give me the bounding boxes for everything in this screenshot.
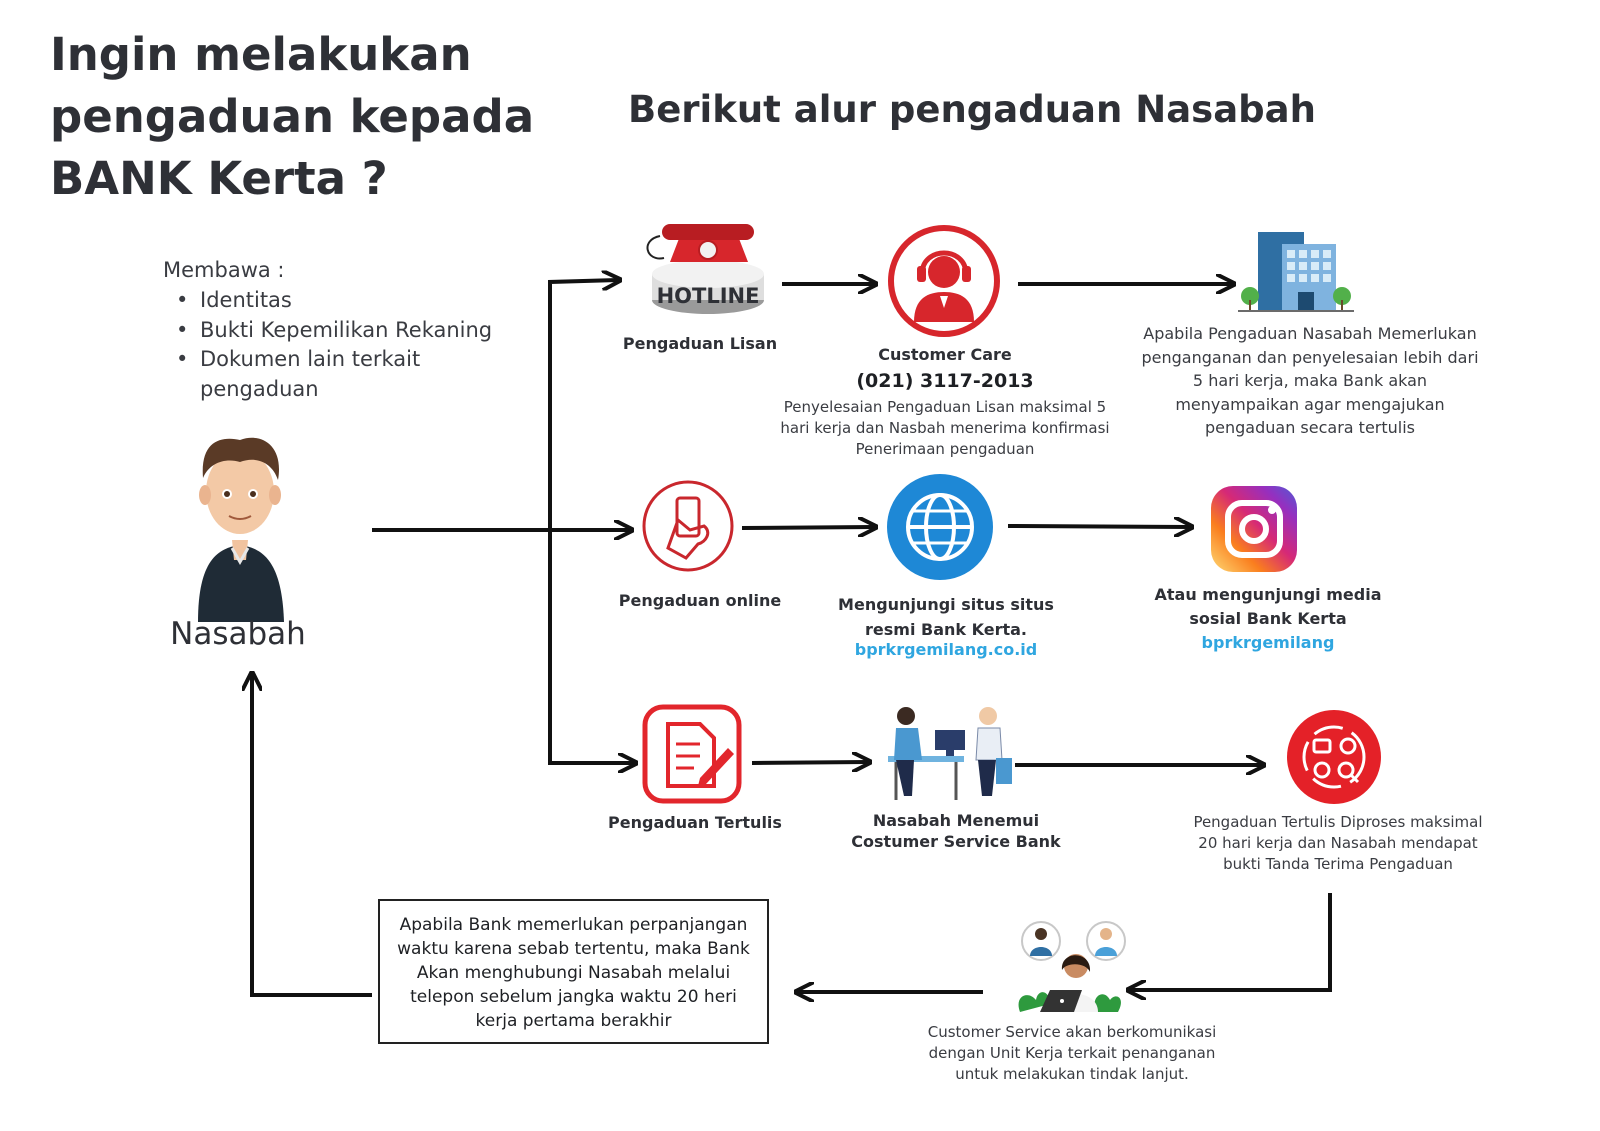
requirement-item: Bukti Kepemilikan Rekaning [172, 316, 520, 346]
followup-agent-icon [1018, 921, 1126, 1012]
social-media-label: Atau mengunjungi media sosial Bank Kerta [1154, 585, 1382, 628]
processing-icon [1287, 710, 1381, 804]
website-link[interactable]: bprkrgemilang.co.id [854, 640, 1038, 659]
social-media-link[interactable]: bprkrgemilang [1201, 633, 1335, 652]
arrow-process-to-followup [1130, 893, 1332, 990]
hotline-badge-text: HOTLINE [657, 284, 760, 308]
customer-care-label: Customer Care [878, 345, 1012, 364]
arrow-to-written [548, 530, 634, 763]
customer-avatar [198, 437, 284, 622]
globe-icon [887, 474, 993, 580]
arrow-to-verbal [548, 280, 618, 530]
requirements-list: Identitas Bukti Kepemilikan Rekaning Dok… [172, 286, 520, 404]
bank-building-icon [1238, 232, 1354, 312]
instagram-icon [1211, 486, 1297, 572]
arrow-online-to-web [741, 527, 874, 528]
verbal-complaint-label: Pengaduan Lisan [622, 334, 778, 353]
flow-arrows [252, 280, 1332, 997]
requirement-item: Identitas [172, 286, 520, 316]
extension-note-box: Apabila Bank memerlukan perpanjangan wak… [378, 899, 769, 1044]
hotline-phone-icon [646, 224, 764, 314]
customer-service-meeting-icon [888, 707, 1012, 800]
verbal-resolution-desc: Penyelesaian Pengaduan Lisan maksimal 5 … [780, 398, 1110, 458]
arrow-note-to-customer [252, 675, 372, 997]
online-complaint-icon [642, 480, 734, 572]
online-complaint-label: Pengaduan online [618, 591, 782, 610]
escalation-desc: Apabila Pengaduan Nasabah Memerlukan pen… [1141, 324, 1479, 437]
written-process-desc: Pengaduan Tertulis Diproses maksimal 20 … [1193, 813, 1483, 873]
requirement-item: Dokumen lain terkait pengaduan [172, 345, 520, 404]
written-complaint-label: Pengaduan Tertulis [608, 813, 782, 832]
arrow-web-to-social [1007, 526, 1190, 527]
customer-label: Nasabah [170, 616, 306, 652]
written-document-icon [642, 704, 742, 804]
customer-care-icon [888, 225, 1000, 337]
website-visit-label: Mengunjungi situs situs resmi Bank Kerta… [838, 595, 1054, 639]
arrow-written-to-cs [751, 762, 868, 763]
followup-desc: Customer Service akan berkomunikasi deng… [927, 1023, 1217, 1083]
flow-subtitle: Berikut alur pengaduan Nasabah [628, 88, 1316, 131]
page-title: Ingin melakukan pengaduan kepada BANK Ke… [50, 28, 535, 205]
meet-cs-label: Nasabah Menemui Costumer Service Bank [851, 811, 1061, 851]
customer-care-phone: (021) 3117-2013 [856, 370, 1034, 392]
requirements-label: Membawa : [163, 258, 285, 282]
